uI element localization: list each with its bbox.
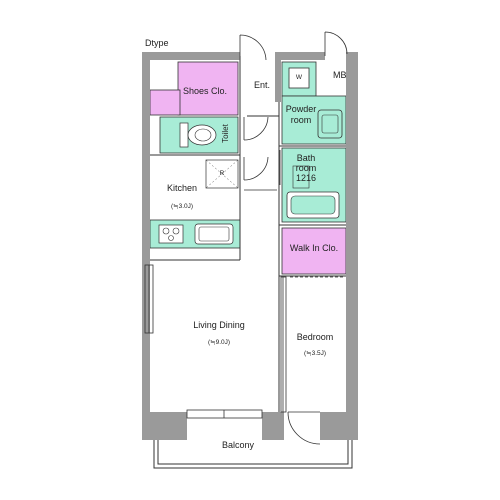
- refrigerator-label: R: [219, 170, 225, 177]
- meter-box-label: MB: [333, 70, 347, 80]
- living-dining-label: Living Dining: [193, 320, 245, 330]
- shoes-closet-zone: [149, 61, 239, 116]
- stove-fixture: [158, 224, 184, 244]
- interior-partitions: [150, 56, 346, 425]
- kitchen-label: Kitchen: [166, 183, 198, 193]
- doors: [239, 31, 348, 445]
- type-label: Dtype: [145, 38, 169, 48]
- toilet-fixture: [179, 122, 217, 148]
- toilet-label: Toilet: [220, 124, 230, 143]
- bathroom-size-label: 1216: [295, 173, 317, 183]
- bathroom-label-line2: room: [295, 163, 317, 173]
- washer-label: W: [295, 74, 303, 81]
- walk-in-closet-label: Walk In Clo.: [289, 243, 339, 253]
- washer-fixture: [288, 67, 310, 89]
- walls: [142, 52, 358, 440]
- bathtub-fixture: [286, 165, 340, 219]
- powder-room-label-line1: Powder: [285, 104, 317, 114]
- bathroom-label-line1: Bath: [296, 153, 316, 163]
- living-dining-area-label: (≒9.0J): [207, 339, 231, 346]
- walk-in-closet-zone: [281, 227, 347, 275]
- kitchen-sink-fixture: [194, 223, 234, 245]
- balcony-label: Balcony: [221, 440, 255, 450]
- sink-fixture: [317, 109, 343, 139]
- bedroom-area-label: (≒3.5J): [303, 350, 327, 357]
- balcony-outline: [153, 440, 353, 469]
- bedroom-label: Bedroom: [296, 332, 334, 342]
- kitchen-area-label: (≒3.0J): [170, 203, 194, 210]
- powder-room-label-line2: room: [290, 115, 312, 125]
- sliding-doors: [144, 264, 343, 419]
- refrigerator-space: [205, 159, 239, 189]
- entrance-label: Ent.: [253, 80, 271, 90]
- shoes-closet-label: Shoes Clo.: [182, 86, 228, 96]
